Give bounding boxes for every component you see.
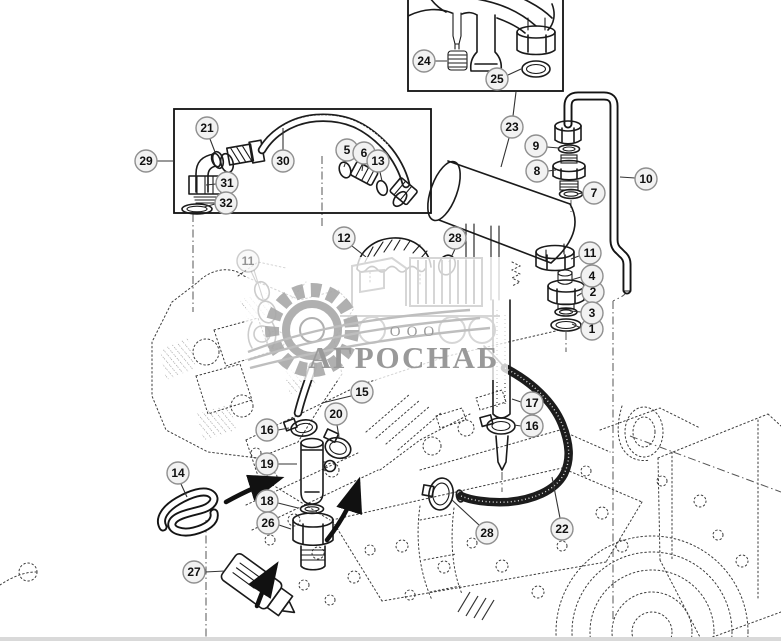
callout-10[interactable]: 10 <box>634 167 658 191</box>
svg-text:9: 9 <box>533 139 540 153</box>
svg-text:31: 31 <box>220 176 234 190</box>
callout-8[interactable]: 8 <box>525 159 549 183</box>
svg-text:25: 25 <box>490 72 504 86</box>
bolt-holes <box>250 447 749 606</box>
svg-text:20: 20 <box>329 407 343 421</box>
callout-15[interactable]: 15 <box>350 380 374 404</box>
callout-4[interactable]: 4 <box>580 264 604 288</box>
svg-text:28: 28 <box>480 526 494 540</box>
callout-29[interactable]: 29 <box>134 149 158 173</box>
svg-text:2: 2 <box>590 285 597 299</box>
watermark-company-name: АГРОСНАБ <box>309 340 500 375</box>
callout-16-upper[interactable]: 16 <box>255 418 279 442</box>
callout-22[interactable]: 22 <box>550 517 574 541</box>
svg-text:12: 12 <box>337 231 351 245</box>
callout-19[interactable]: 19 <box>255 452 279 476</box>
callout-25[interactable]: 25 <box>485 67 509 91</box>
svg-text:19: 19 <box>260 457 274 471</box>
callout-13[interactable]: 13 <box>366 149 390 173</box>
fitting-stack-upper <box>552 120 586 200</box>
svg-text:4: 4 <box>589 269 596 283</box>
svg-text:17: 17 <box>525 396 539 410</box>
svg-text:32: 32 <box>219 196 233 210</box>
watermark-truck <box>340 257 500 344</box>
svg-text:24: 24 <box>417 54 431 68</box>
callout-26[interactable]: 26 <box>256 511 280 535</box>
callout-24[interactable]: 24 <box>412 49 436 73</box>
svg-text:13: 13 <box>371 154 385 168</box>
callout-23[interactable]: 23 <box>500 115 524 139</box>
svg-text:27: 27 <box>187 565 201 579</box>
callout-17[interactable]: 17 <box>520 391 544 415</box>
filter-canister <box>427 160 576 264</box>
callout-20[interactable]: 20 <box>324 402 348 426</box>
callout-32[interactable]: 32 <box>214 191 238 215</box>
valve-stack <box>282 361 352 571</box>
callout-16-lower[interactable]: 16 <box>520 414 544 438</box>
callout-3[interactable]: 3 <box>580 301 604 325</box>
callout-14[interactable]: 14 <box>166 461 190 485</box>
callout-28-lower[interactable]: 28 <box>475 521 499 545</box>
svg-text:21: 21 <box>200 121 214 135</box>
svg-text:8: 8 <box>534 164 541 178</box>
callout-31[interactable]: 31 <box>215 171 239 195</box>
svg-text:1: 1 <box>589 322 596 336</box>
svg-text:18: 18 <box>260 494 274 508</box>
svg-text:16: 16 <box>260 423 274 437</box>
callout-leader-lines <box>157 60 636 573</box>
svg-text:5: 5 <box>344 143 351 157</box>
svg-text:26: 26 <box>261 516 275 530</box>
callout-12[interactable]: 12 <box>332 226 356 250</box>
callout-30[interactable]: 30 <box>271 149 295 173</box>
svg-text:11: 11 <box>242 254 255 268</box>
svg-text:28: 28 <box>448 231 462 245</box>
callout-7[interactable]: 7 <box>582 181 606 205</box>
callout-18[interactable]: 18 <box>255 489 279 513</box>
watermark: ООО АГРОСНАБ <box>246 257 508 380</box>
svg-text:29: 29 <box>139 154 153 168</box>
centerlines <box>192 156 781 640</box>
svg-text:22: 22 <box>555 522 569 536</box>
svg-text:11: 11 <box>584 246 597 260</box>
callout-21[interactable]: 21 <box>195 116 219 140</box>
bottom-edge-bar <box>0 637 781 641</box>
hose-inset-box <box>173 108 432 215</box>
top-inset-box <box>407 0 564 92</box>
svg-text:6: 6 <box>361 146 368 160</box>
svg-text:14: 14 <box>171 466 185 480</box>
watermark-gear-icon <box>265 283 359 377</box>
svg-text:23: 23 <box>505 120 519 134</box>
serpentine-tube <box>157 487 219 537</box>
reservoir <box>408 0 556 78</box>
svg-text:10: 10 <box>639 172 653 186</box>
callout-9[interactable]: 9 <box>524 134 548 158</box>
svg-text:7: 7 <box>591 186 598 200</box>
svg-text:3: 3 <box>589 306 596 320</box>
callout-11-left[interactable]: 11 <box>236 249 260 273</box>
svg-text:16: 16 <box>525 419 539 433</box>
pipe-10 <box>563 91 632 295</box>
callout-11-right[interactable]: 11 <box>578 241 602 265</box>
callout-27[interactable]: 27 <box>182 560 206 584</box>
install-arrows <box>223 474 363 609</box>
watermark-company-prefix: ООО <box>390 324 441 340</box>
svg-text:30: 30 <box>276 154 290 168</box>
callout-28-upper[interactable]: 28 <box>443 226 467 250</box>
svg-text:15: 15 <box>355 385 369 399</box>
